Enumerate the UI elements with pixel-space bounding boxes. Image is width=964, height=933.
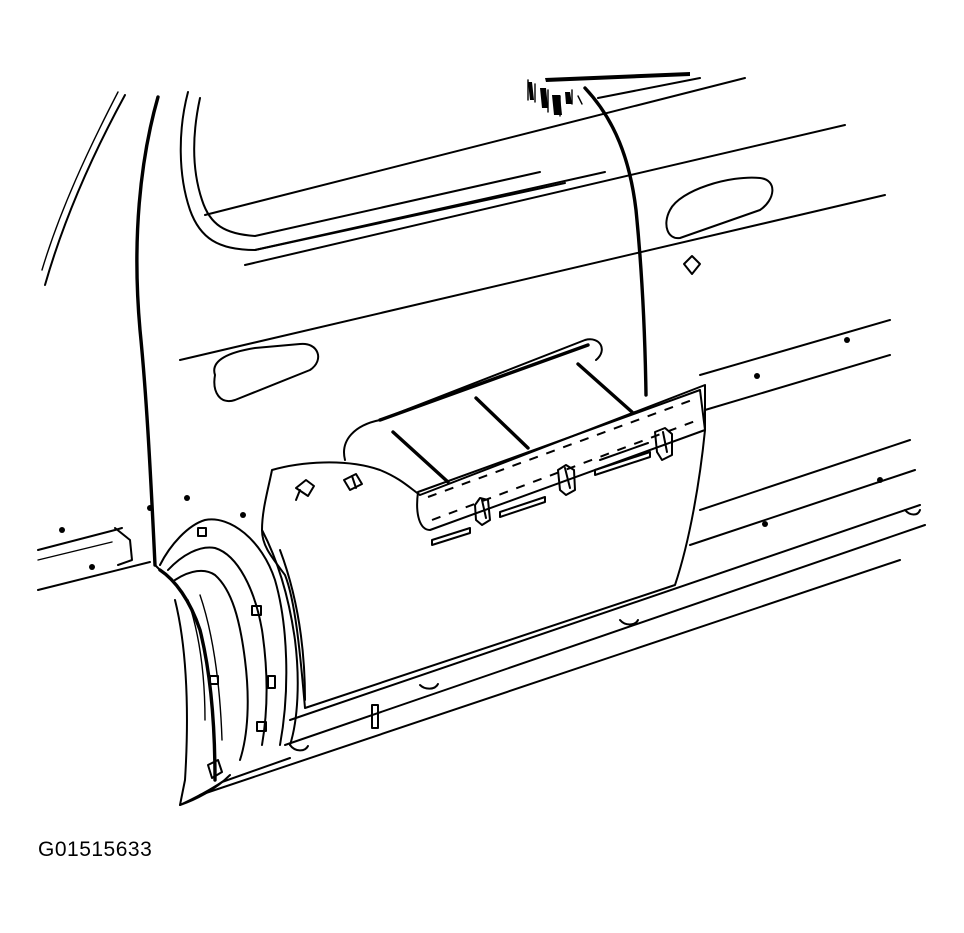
sill-bracket — [371, 704, 379, 729]
roof-hatch-lines — [527, 79, 583, 117]
wheel-liner-lower — [174, 599, 231, 806]
upper-fasteners — [295, 473, 363, 501]
door-crease-line — [179, 194, 886, 361]
front-rocker-bracket — [114, 527, 133, 566]
door-front-edge — [135, 95, 160, 567]
wheel-flare-mid — [167, 546, 268, 746]
rocker-line-2 — [704, 354, 891, 411]
rear-door-window-frame — [179, 91, 566, 251]
wheel-flare-rear-2 — [279, 549, 306, 701]
wheel-flare-inner — [174, 569, 249, 761]
retainer-strip-dashes-top — [427, 399, 693, 498]
side-molding-panel — [261, 384, 706, 709]
molding-clips — [474, 427, 673, 526]
rocker-line-5 — [289, 504, 921, 721]
wheel-flare-outer — [159, 518, 288, 746]
front-rocker-mid — [37, 541, 113, 561]
flare-fasteners — [197, 527, 276, 779]
rear-door-rear-edge — [583, 86, 648, 397]
rocker-line-6 — [284, 524, 926, 746]
leader-line-1 — [391, 430, 450, 484]
front-pillar-edge — [44, 94, 126, 286]
fuel-door-mark — [683, 255, 701, 275]
molding-slot-4 — [599, 442, 649, 461]
figure-code: G01515633 — [38, 838, 153, 861]
rocker-line-1 — [699, 319, 891, 376]
retainer-strip-outline — [416, 389, 706, 531]
wheel-liner-rib-2 — [199, 594, 223, 741]
front-rocker-lower — [37, 561, 151, 591]
sill-bumps — [289, 509, 921, 752]
rocker-line-3 — [699, 439, 911, 511]
door-bottom-line — [154, 564, 161, 571]
roof-rail-line — [204, 77, 746, 216]
front-rocker-upper — [37, 527, 123, 551]
leader-line-2 — [474, 396, 530, 450]
leader-line-3 — [576, 362, 634, 414]
wheel-liner-edge — [158, 568, 217, 782]
molding-top-channel-inner — [378, 343, 590, 422]
wheel-liner-rib-1 — [187, 599, 206, 721]
sill-lower-front — [179, 757, 291, 806]
rocker-line-7 — [199, 559, 901, 796]
molding-top-channel — [343, 338, 603, 461]
door-handle-recess — [213, 342, 320, 403]
belt-line-upper — [254, 171, 606, 251]
roof-rail-line-2 — [597, 77, 701, 99]
roof-hatch — [528, 72, 690, 115]
molding-slot-3 — [594, 451, 651, 476]
retainer-strip-dashes-bottom — [431, 419, 699, 521]
body-belt-line — [244, 124, 846, 266]
rear-door-window-frame-inner — [193, 97, 541, 237]
rear-quarter-handle-recess — [665, 176, 774, 240]
body-rivet-dots — [59, 337, 883, 570]
rocker-line-4 — [689, 469, 916, 546]
molding-slot-2 — [499, 496, 546, 518]
wheel-flare-rear — [261, 529, 299, 746]
molding-slot-1 — [431, 527, 471, 546]
front-pillar-edge-inner — [41, 91, 119, 271]
